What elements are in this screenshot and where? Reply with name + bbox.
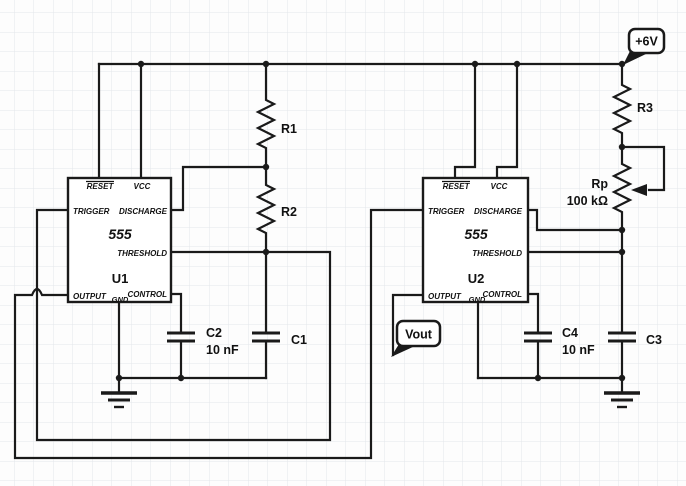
resistor-body [255, 62, 277, 169]
capacitor-c1[interactable]: C1 [252, 331, 307, 347]
power-label: +6V [635, 35, 658, 49]
capacitor-label: C1 [291, 333, 307, 347]
wire-u2-output-vout[interactable] [391, 293, 425, 357]
capacitor-c4[interactable]: C4 10 nF [524, 326, 595, 357]
ic-body [66, 176, 173, 304]
capacitor-label: C3 [646, 333, 662, 347]
pin-discharge-label: DISCHARGE [474, 207, 523, 216]
power-net-label[interactable]: +6V [623, 27, 666, 65]
wire-u1-control-to-c2[interactable] [169, 292, 183, 380]
callout-tail-icon [623, 51, 648, 65]
capacitor-plates [608, 331, 636, 343]
pin-vcc-label: VCC [491, 182, 508, 191]
resistor-r2[interactable]: R2 [255, 165, 297, 254]
pin-reset-label: RESET [443, 182, 471, 191]
junction-dot [534, 374, 542, 382]
pin-vcc-label: VCC [134, 182, 151, 191]
potentiometer-label: Rp [591, 177, 608, 191]
junction-dot [618, 248, 626, 256]
ic-u2-555[interactable]: RESET VCC TRIGGER DISCHARGE 555 THRESHOL… [421, 176, 530, 304]
pin-reset-label: RESET [87, 182, 115, 191]
ic-ref-designator: U2 [468, 271, 485, 286]
potentiometer-wiper-wire [620, 145, 666, 192]
junction-dot [618, 374, 626, 382]
pin-output-label: OUTPUT [73, 292, 107, 301]
ic-u1-555[interactable]: RESET VCC TRIGGER DISCHARGE 555 THRESHOL… [66, 176, 173, 304]
ground-symbol-left[interactable] [101, 391, 137, 409]
capacitor-value: 10 nF [206, 343, 239, 357]
vout-net-label[interactable]: Vout [391, 319, 442, 357]
ic-ref-designator: U1 [112, 271, 129, 286]
pin-trigger-label: TRIGGER [73, 207, 110, 216]
ic-body [421, 176, 530, 304]
resistor-label: R3 [637, 101, 653, 115]
resistor-r3[interactable]: R3 [611, 62, 653, 149]
resistor-r1[interactable]: R1 [255, 62, 297, 169]
ic-part-number: 555 [108, 226, 132, 242]
capacitor-label: C4 [562, 326, 578, 340]
pin-discharge-label: DISCHARGE [119, 207, 168, 216]
ic-part-number: 555 [464, 226, 488, 242]
wire-u2-discharge[interactable] [526, 208, 624, 232]
resistor-body [611, 62, 633, 149]
junction-dot [513, 60, 521, 68]
wire-u1-output-to-u2-trigger[interactable] [13, 208, 425, 460]
wire-u2-reset[interactable] [453, 62, 477, 180]
resistor-label: R1 [281, 122, 297, 136]
junction-dot [262, 60, 270, 68]
pin-control-label: CONTROL [482, 290, 522, 299]
wiper-arrow-icon [631, 184, 647, 196]
junction-dot [115, 374, 123, 382]
wire-u1-discharge[interactable] [169, 165, 268, 212]
vout-label: Vout [405, 328, 433, 342]
junction-dots [115, 60, 626, 382]
capacitor-plates [524, 331, 552, 343]
junction-dot [618, 226, 626, 234]
capacitor-plates [252, 331, 280, 343]
callout-box [395, 319, 442, 348]
potentiometer-body [611, 145, 633, 232]
junction-dot [618, 60, 626, 68]
pin-output-label: OUTPUT [428, 292, 462, 301]
wire-u2-control-to-c4[interactable] [526, 292, 540, 380]
resistor-label: R2 [281, 205, 297, 219]
capacitor-c2[interactable]: C2 10 nF [167, 326, 239, 357]
wire-u2-vcc[interactable] [495, 62, 519, 180]
callout-box [627, 27, 666, 55]
pin-gnd-label: GND [469, 295, 486, 304]
pin-threshold-label: THRESHOLD [472, 249, 522, 258]
capacitor-label: C2 [206, 326, 222, 340]
capacitor-c3[interactable]: C3 [608, 331, 662, 347]
pin-control-label: CONTROL [127, 290, 167, 299]
pin-trigger-label: TRIGGER [428, 207, 465, 216]
junction-dot [262, 163, 270, 171]
pin-threshold-label: THRESHOLD [117, 249, 167, 258]
capacitor-value: 10 nF [562, 343, 595, 357]
junction-dot [177, 374, 185, 382]
resistor-body [255, 165, 277, 254]
junction-dot [262, 248, 270, 256]
potentiometer-value: 100 kΩ [567, 194, 608, 208]
junction-dot [471, 60, 479, 68]
junction-dot [618, 143, 626, 151]
junction-dot [137, 60, 145, 68]
potentiometer-rp[interactable]: Rp 100 kΩ [567, 145, 666, 232]
wires [13, 62, 624, 460]
pin-gnd-label: GND [112, 295, 129, 304]
wire-threshold-to-trigger-feedback[interactable] [35, 208, 332, 442]
capacitor-plates [167, 331, 195, 343]
